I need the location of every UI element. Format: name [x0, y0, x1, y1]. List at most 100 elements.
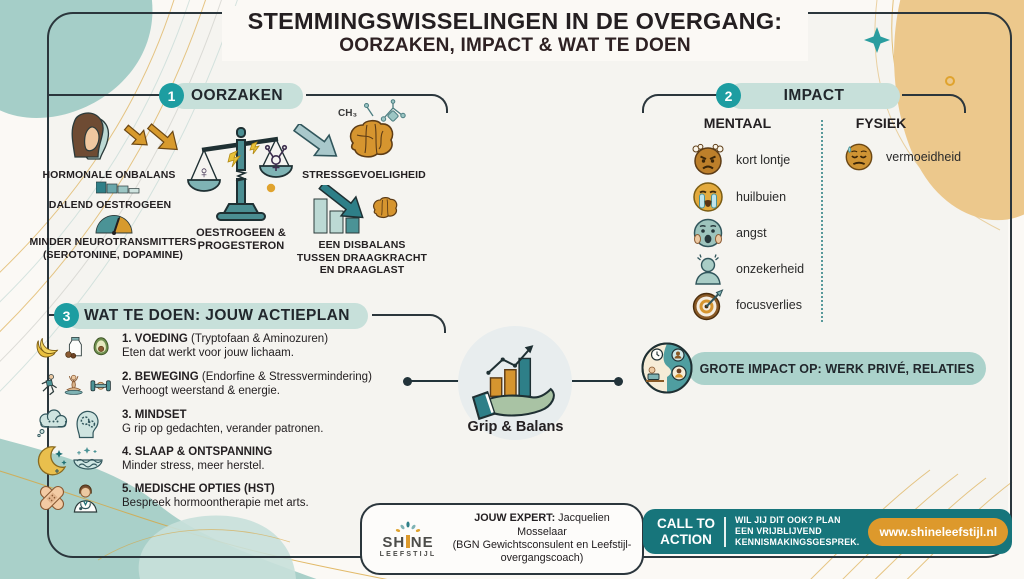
plan-text: 1. VOEDING (Tryptofaan & Aminozuren) Ete…	[122, 332, 328, 360]
fearful-face-icon	[693, 218, 723, 248]
section1-rule-left	[49, 94, 161, 96]
cta-label-line2: ACTION	[660, 531, 712, 547]
page-title: STEMMINGSWISSELINGEN IN DE OVERGANG: OOR…	[222, 6, 808, 62]
cta-text: WIL JIJ DIT OOK? PLAN EEN VRIJBLIJVEND K…	[735, 515, 859, 548]
impact-banner: GROTE IMPACT OP: WERK PRIVÉ, RELATIES	[688, 352, 986, 385]
section2-rule-left	[642, 94, 718, 113]
molecule-label: CH₃	[338, 108, 357, 119]
plan-desc: Minder stress, meer herstel.	[122, 460, 265, 473]
plan-icons	[36, 408, 112, 439]
section3-heading: WAT TE DOEN: JOUW ACTIEPLAN	[84, 307, 350, 324]
down-arrows-icon	[123, 123, 178, 151]
connector-dot-left	[403, 377, 412, 386]
plan-icons	[36, 370, 112, 400]
cause-label-hormonale: HORMONALE ONBALANS	[42, 169, 176, 181]
gauge-icon	[95, 215, 133, 235]
plan-title-strong: 1. VOEDING	[122, 333, 188, 345]
runner-icon	[41, 374, 57, 396]
moon-stars-icon	[37, 446, 67, 476]
female-symbol: ♀	[198, 163, 211, 182]
impact-column-divider	[821, 120, 823, 322]
woman-profiles-icon	[71, 112, 110, 160]
shine-leaves-icon	[395, 521, 421, 532]
plan-title: 2. BEWEGING (Endorfine & Stressverminder…	[122, 370, 372, 384]
plan-title-strong: 5. MEDISCHE OPTIES (HST)	[122, 483, 275, 495]
cause-label-dalend: DALEND OESTROGEEN	[48, 199, 172, 211]
down-arrow-icon	[292, 124, 338, 157]
cta-label-line1: CALL TO	[657, 516, 716, 532]
disbalans-line3: EN DRAAGLAST	[319, 264, 405, 277]
target-dart-icon	[692, 289, 724, 321]
website-button[interactable]: www.shineleefstijl.nl	[868, 517, 1009, 546]
plan-icons	[36, 482, 112, 514]
connector-dot-right	[614, 377, 623, 386]
brand-i-bar	[406, 534, 410, 548]
cause-label-stress: STRESSGEVOELIGHEID	[302, 169, 426, 181]
hand-holding-chart-icon	[471, 345, 555, 421]
section1-heading-pill: OORZAKEN	[171, 83, 303, 109]
cta-divider	[724, 516, 727, 547]
impact-item-kort-lontje: kort lontje	[691, 143, 790, 177]
cta-text-line1: WIL JIJ DIT OOK? PLAN	[735, 515, 841, 526]
declining-chart-brain-icon	[313, 185, 398, 234]
yoga-icon	[65, 374, 83, 395]
plan-text: 2. BEWEGING (Endorfine & Stressverminder…	[122, 370, 372, 398]
angry-face-icon	[692, 143, 724, 175]
section3-number: 3	[54, 303, 79, 328]
avocado-icon	[93, 337, 109, 356]
brain-icon	[349, 119, 394, 158]
cta-text-line3: KENNISMAKINGSGESPREK.	[735, 536, 860, 547]
milk-nuts-icon	[65, 336, 82, 359]
cta-text-line2: EEN VRIJBLIJVEND	[735, 526, 822, 536]
expert-line2: (BGN Gewichtsconsulent en Leefstijl-	[452, 539, 632, 551]
plan-title: 5. MEDISCHE OPTIES (HST)	[122, 482, 309, 496]
impact-label: angst	[736, 226, 767, 240]
impact-label: onzekerheid	[736, 262, 805, 276]
crying-face-icon	[693, 182, 723, 212]
plan-desc: Eten dat werkt voor jouw lichaam.	[122, 347, 294, 360]
section2-heading-pill: IMPACT	[728, 83, 900, 109]
disbalans-line1: EEN DISBALANS	[318, 239, 406, 251]
plan-title: 4. SLAAP & ONTSPANNING	[122, 445, 272, 459]
plan-icons	[36, 445, 112, 477]
thought-cloud-icon	[37, 409, 68, 438]
cta-label: CALL TO ACTION	[657, 516, 715, 546]
tired-face-icon	[845, 143, 873, 171]
brand-part1: SH	[382, 533, 406, 551]
plan-title-strong: 3. MINDSET	[122, 409, 187, 421]
bananas-icon	[36, 337, 59, 358]
grip-balans-label: Grip & Balans	[467, 419, 564, 435]
plan-desc: G rip op gedachten, verander patronen.	[122, 423, 324, 436]
section1-number: 1	[159, 83, 184, 108]
insecure-person-icon	[695, 254, 721, 285]
impact-item-focusverlies: focusverlies	[691, 288, 802, 322]
dumbbell-icon	[90, 380, 111, 392]
section2-number: 2	[716, 83, 741, 108]
connector-line-right	[572, 380, 618, 382]
plan-text: 4. SLAAP & ONTSPANNING Minder stress, me…	[122, 445, 272, 473]
grip-balans-badge	[458, 326, 572, 440]
title-line1: STEMMINGSWISSELINGEN IN DE OVERGANG:	[247, 8, 783, 34]
cause-label-disbalans: EEN DISBALANS TUSSEN DRAAGKRACHT EN DRAA…	[282, 239, 442, 277]
expert-text: JOUW EXPERT: Jacquelien Mosselaar (BGN G…	[450, 512, 634, 566]
impact-banner-label: GROTE IMPACT OP: WERK PRIVÉ, RELATIES	[699, 361, 975, 376]
impact-label: kort lontje	[736, 153, 791, 167]
plan-title-rest: (Endorfine & Stressvermindering)	[198, 371, 372, 383]
plan-title-strong: 4. SLAAP & ONTSPANNING	[122, 446, 273, 458]
section2-rule-right	[902, 94, 966, 113]
section3-rule-right	[372, 314, 446, 333]
disbalans-line2: TUSSEN DRAAGKRACHT	[296, 251, 428, 264]
work-life-circle-icon	[641, 342, 693, 394]
water-relax-icon	[73, 447, 103, 470]
plan-item-voeding: 1. VOEDING (Tryptofaan & Aminozuren) Ete…	[36, 332, 428, 362]
impact-label: huilbuien	[736, 190, 787, 204]
impact-item-vermoeidheid: vermoeidheid	[843, 141, 961, 173]
section1-heading: OORZAKEN	[191, 87, 283, 104]
expert-line3: overgangscoach)	[500, 552, 584, 565]
declining-bars-icon	[96, 181, 140, 194]
plan-text: 5. MEDISCHE OPTIES (HST) Bespreek hormoo…	[122, 482, 309, 510]
molecule-icon: CH₃	[338, 99, 406, 122]
plan-item-beweging: 2. BEWEGING (Endorfine & Stressverminder…	[36, 370, 428, 400]
